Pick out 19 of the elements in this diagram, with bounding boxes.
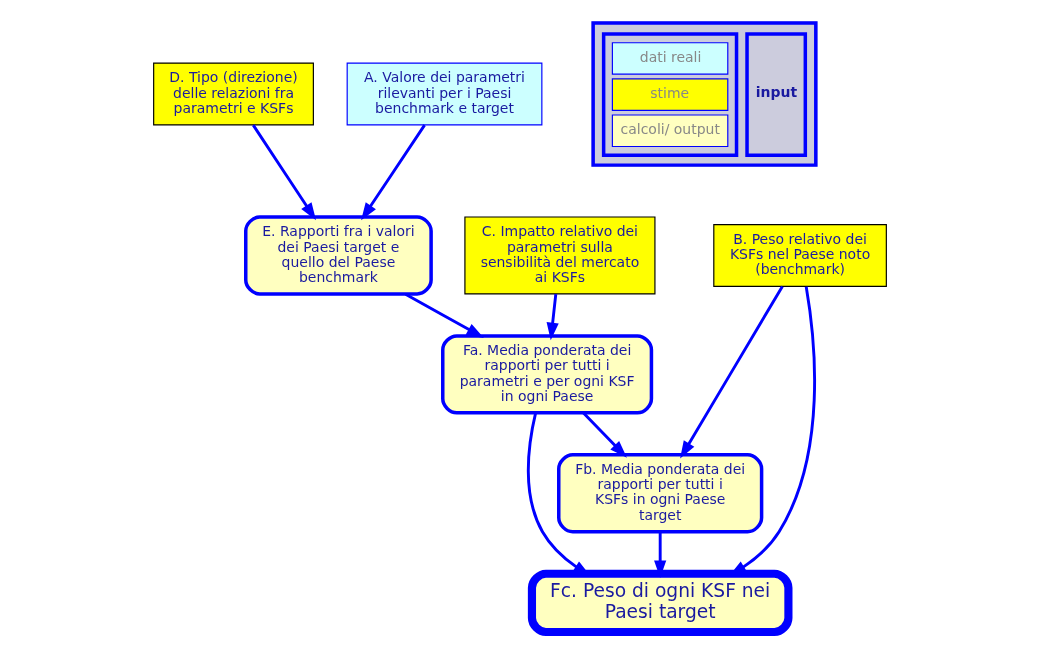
node-box: B. Peso relativo dei KSFs nel Paese noto (benchmark) <box>713 224 887 287</box>
arrow <box>404 292 484 338</box>
arrow <box>252 124 317 221</box>
arrow <box>582 412 627 458</box>
node-box: Fa. Media ponderata dei rapporti per tutti i parametri e per ogni KSF in ogni Paese <box>441 334 654 415</box>
node-box: Fb. Media ponderata dei rapporti per tutti i KSFs in ogni Paese target <box>557 453 764 534</box>
node-box: D. Tipo (direzione) delle relazioni fra parametri e KSFs <box>153 62 314 126</box>
legend-label: calcoli/ output <box>620 121 720 138</box>
arrow <box>361 124 426 221</box>
arrow <box>680 285 784 459</box>
arrow <box>654 531 667 578</box>
legend-label: dati reali <box>639 49 702 66</box>
legend-label: stime <box>650 85 690 102</box>
node-box: C. Impatto relativo dei parametri sulla sensibilità del mercato ai KSFs <box>464 216 656 295</box>
label: input <box>755 84 798 101</box>
node-box: E. Rapporti fra i valori dei Paesi target e quello del Paese benchmark <box>244 215 433 296</box>
arrow <box>546 294 559 341</box>
node-box: A. Valore dei parametri rilevanti per i Paesi benchmark e target <box>346 62 543 126</box>
node-box: Fc. Peso di ogni KSF nei Paesi target <box>527 569 793 637</box>
